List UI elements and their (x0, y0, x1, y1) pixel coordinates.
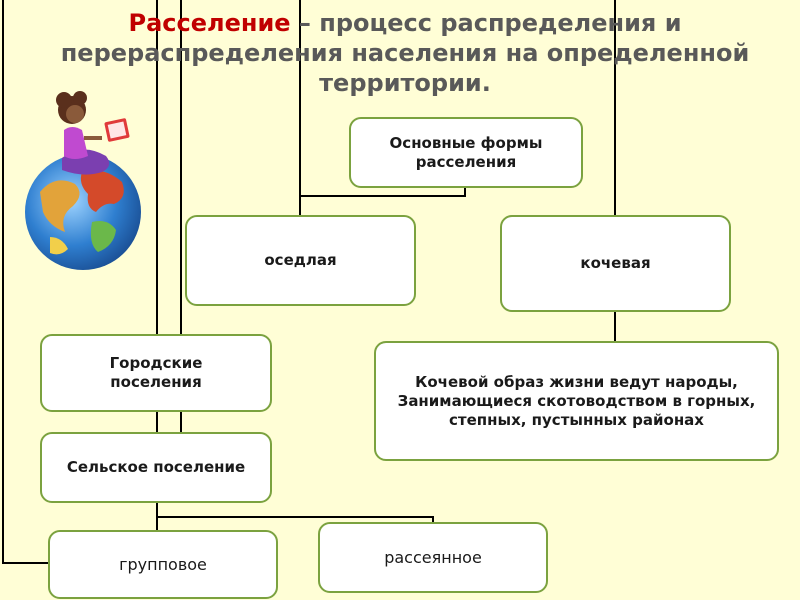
girl-reading-on-globe-icon (20, 72, 145, 272)
box-grouped-label: групповое (119, 555, 207, 574)
box-nomadic-label: кочевая (580, 254, 650, 273)
title-accent: Расселение (128, 9, 290, 37)
connector-rural-types (157, 501, 433, 523)
slide-title: Расселение – процесс распределения и пер… (60, 8, 750, 98)
box-settled-label: оседлая (264, 251, 336, 270)
box-rural: Сельское поселение (40, 432, 272, 503)
connector-forms-bracket (300, 187, 465, 196)
box-scattered-label: рассеянное (384, 548, 482, 567)
box-scattered: рассеянное (318, 522, 548, 593)
box-main-forms: Основные формы расселения (349, 117, 583, 188)
box-settled: оседлая (185, 215, 416, 306)
box-main-forms-label: Основные формы расселения (351, 134, 581, 172)
box-nomadic-note: Кочевой образ жизни ведут народы, Занима… (374, 341, 779, 461)
box-rural-label: Сельское поселение (67, 458, 245, 477)
box-urban-label: Городские поселения (76, 354, 236, 392)
box-grouped: групповое (48, 530, 278, 599)
box-nomadic: кочевая (500, 215, 731, 312)
box-nomadic-note-label: Кочевой образ жизни ведут народы, Занима… (384, 373, 769, 430)
box-urban: Городские поселения (40, 334, 272, 412)
